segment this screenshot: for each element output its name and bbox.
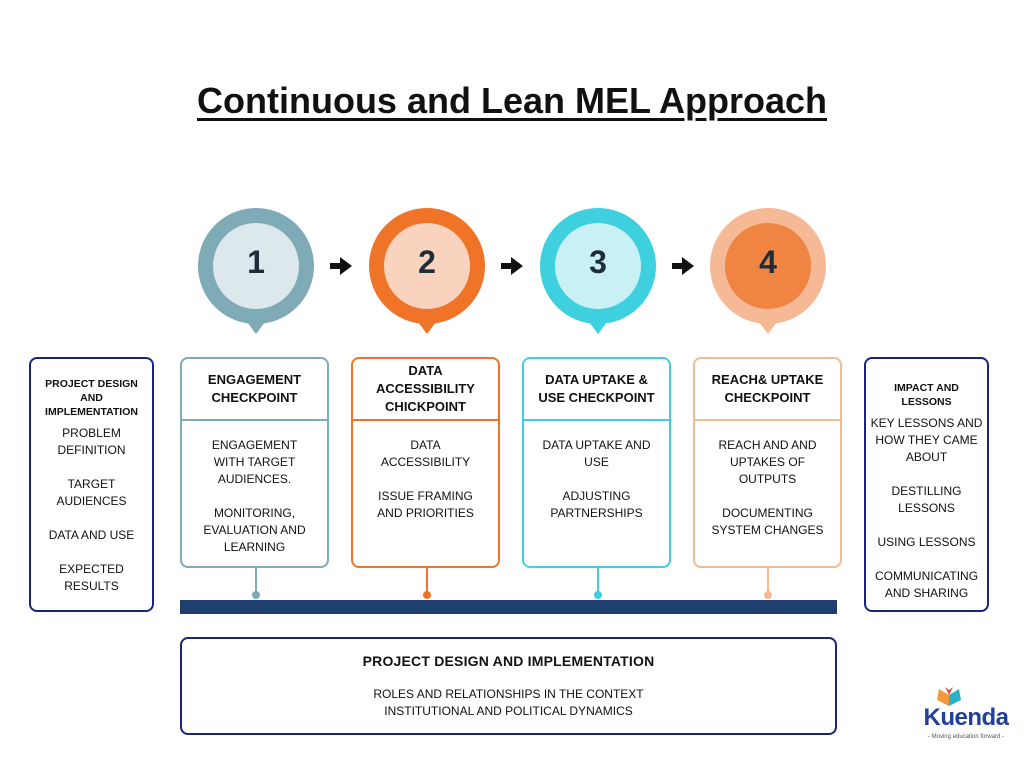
checkpoint-4-connector: [767, 567, 769, 595]
checkpoint-1-title: ENGAGEMENT CHECKPOINT: [182, 359, 327, 421]
bottom-panel: PROJECT DESIGN AND IMPLEMENTATION ROLES …: [180, 637, 837, 735]
book-icon: [937, 687, 961, 706]
checkpoint-3-title: DATA UPTAKE & USE CHECKPOINT: [524, 359, 669, 421]
right-panel-item: KEY LESSONS AND HOW THEY CAME ABOUT: [870, 416, 983, 464]
bottom-panel-line: ROLES AND RELATIONSHIPS IN THE CONTEXT: [373, 687, 644, 701]
left-panel-item: EXPECTED RESULTS: [59, 562, 124, 593]
logo-tagline: - Moving education forward -: [927, 734, 1005, 740]
checkpoint-3-item: DATA UPTAKE AND USE: [542, 438, 651, 469]
left-panel: PROJECT DESIGN AND IMPLEMENTATION PROBLE…: [29, 357, 154, 612]
checkpoint-4-dot: [764, 591, 772, 599]
diagram-title: Continuous and Lean MEL Approach: [197, 80, 827, 121]
step-3-pin-shape: [540, 208, 656, 334]
checkpoint-1-connector: [255, 567, 257, 595]
arrow-right-icon: [501, 257, 523, 275]
right-panel: IMPACT AND LESSONS KEY LESSONS AND HOW T…: [864, 357, 989, 612]
arrow-right-icon: [330, 257, 352, 275]
right-panel-item: DESTILLING LESSONS: [891, 484, 962, 515]
step-1-number: 1: [247, 244, 265, 280]
left-panel-item: PROBLEM DEFINITION: [57, 426, 126, 457]
step-1-pin: 1: [198, 208, 314, 336]
kuenda-logo: Kuenda - Moving education forward -: [914, 684, 1018, 746]
checkpoint-2-item: ISSUE FRAMING AND PRIORITIES: [377, 489, 474, 520]
checkpoint-3-card: DATA UPTAKE & USE CHECKPOINT DATA UPTAKE…: [522, 357, 671, 568]
step-3-number: 3: [589, 244, 607, 280]
left-panel-item: TARGET AUDIENCES: [56, 477, 127, 508]
checkpoint-4-item: REACH AND AND UPTAKES OF OUTPUTS: [718, 438, 817, 486]
checkpoint-3-item: ADJUSTING PARTNERSHIPS: [550, 489, 643, 520]
step-4-pin: 4: [710, 208, 826, 336]
checkpoint-1-item: MONITORING, EVALUATION AND LEARNING: [203, 506, 306, 554]
checkpoint-4-item: DOCUMENTING SYSTEM CHANGES: [711, 506, 824, 537]
left-panel-title: PROJECT DESIGN AND IMPLEMENTATION: [45, 378, 138, 418]
bottom-panel-title: PROJECT DESIGN AND IMPLEMENTATION: [362, 653, 655, 669]
bottom-panel-line: INSTITUTIONAL AND POLITICAL DYNAMICS: [384, 704, 633, 718]
step-4-number: 4: [759, 244, 777, 280]
right-panel-item: COMMUNICATING AND SHARING: [874, 569, 979, 600]
step-2-pin: 2: [369, 208, 485, 336]
step-2-number: 2: [418, 244, 436, 280]
checkpoint-3-dot: [594, 591, 602, 599]
logo-wordmark: Kuenda: [923, 704, 1009, 731]
step-2-pin-shape: [369, 208, 485, 334]
left-panel-item: DATA AND USE: [48, 528, 135, 542]
checkpoint-2-connector: [426, 567, 428, 595]
checkpoint-1-dot: [252, 591, 260, 599]
checkpoint-4-card: REACH& UPTAKE CHECKPOINT REACH AND AND U…: [693, 357, 842, 568]
right-panel-item: USING LESSONS: [877, 535, 976, 549]
checkpoint-2-title: DATA ACCESSIBILITY CHICKPOINT: [353, 359, 498, 421]
checkpoint-2-item: DATA ACCESSIBILITY: [380, 438, 471, 469]
checkpoint-4-title: REACH& UPTAKE CHECKPOINT: [695, 359, 840, 421]
timeline-bar: [180, 600, 837, 614]
arrow-right-icon: [672, 257, 694, 275]
step-1-pin-shape: [198, 208, 314, 334]
checkpoint-2-card: DATA ACCESSIBILITY CHICKPOINT DATA ACCES…: [351, 357, 500, 568]
step-4-pin-shape: [710, 208, 826, 334]
checkpoint-2-dot: [423, 591, 431, 599]
checkpoint-1-item: ENGAGEMENT WITH TARGET AUDIENCES.: [211, 438, 298, 486]
right-panel-title: IMPACT AND LESSONS: [894, 382, 959, 408]
checkpoint-3-connector: [597, 567, 599, 595]
checkpoint-1-card: ENGAGEMENT CHECKPOINT ENGAGEMENT WITH TA…: [180, 357, 329, 568]
step-3-pin: 3: [540, 208, 656, 336]
